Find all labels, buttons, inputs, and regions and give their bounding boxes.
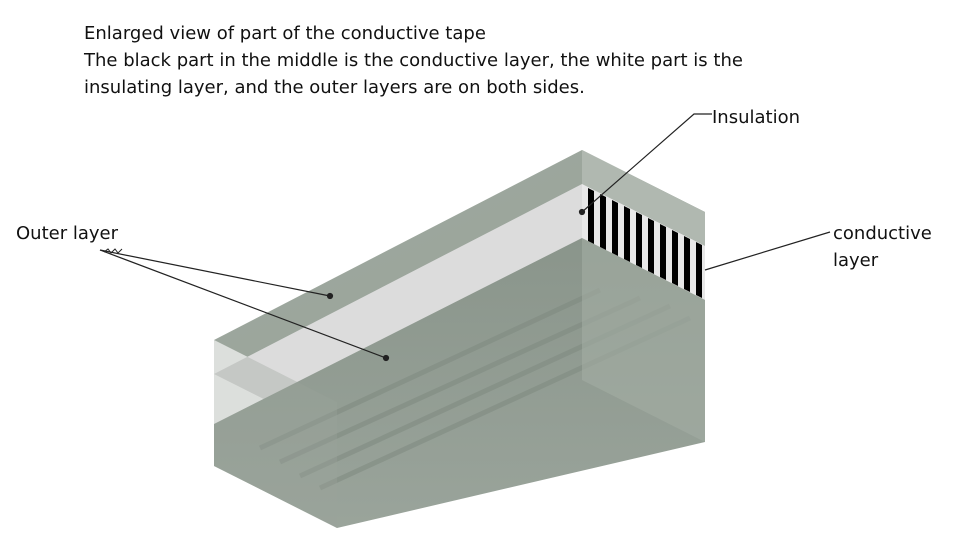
caption-line-2: The black part in the middle is the cond… xyxy=(84,50,743,71)
insulation-leader xyxy=(581,113,712,213)
end-face-lower-outer xyxy=(582,238,705,442)
label-insulation: Insulation xyxy=(712,107,801,128)
outer-layer-leader-2 xyxy=(99,249,387,359)
leader-lines xyxy=(99,113,831,362)
conductive-leader xyxy=(704,231,831,271)
caption-title: Enlarged view of part of the conductive … xyxy=(84,23,486,44)
conductive-stripes xyxy=(588,188,702,298)
label-conductive-layer: conductive layer xyxy=(833,223,932,271)
label-outer-layer: Outer layer xyxy=(16,223,118,244)
outer-layer-leader-1 xyxy=(99,249,331,297)
end-face-upper-outer xyxy=(582,150,705,246)
caption-line-3: insulating layer, and the outer layers a… xyxy=(84,77,585,98)
caption: Enlarged view of part of the conductive … xyxy=(84,20,844,101)
left-end-face xyxy=(214,340,337,528)
